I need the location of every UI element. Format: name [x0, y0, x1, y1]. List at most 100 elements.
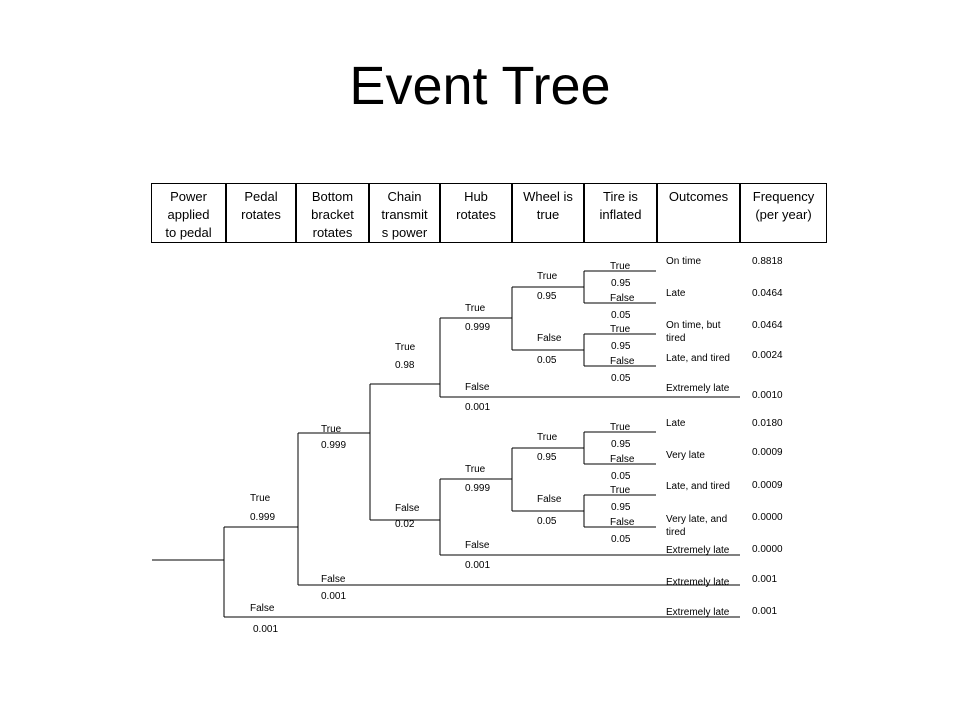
branch-probability: 0.98	[395, 360, 415, 371]
branch-probability: 0.999	[321, 440, 346, 451]
branch-probability: 0.001	[321, 591, 346, 602]
frequency-value: 0.0024	[752, 350, 783, 361]
column-header-line: rotates	[241, 207, 281, 222]
branch-probability: 0.05	[611, 534, 631, 545]
branch-probability: 0.05	[611, 471, 631, 482]
branch-label: True	[610, 485, 631, 496]
branch-label: True	[465, 464, 486, 475]
branch-label: False	[395, 503, 420, 514]
branch-label: True	[610, 324, 631, 335]
branch-label: False	[537, 494, 562, 505]
outcome-label: Late, and tired	[666, 481, 730, 492]
column-header-line: Hub	[464, 189, 488, 204]
frequency-value: 0.0180	[752, 418, 783, 429]
column-header: Hub rotates	[440, 183, 512, 243]
branch-probability: 0.95	[537, 452, 557, 463]
column-header-line: Power	[170, 189, 207, 204]
column-header-line: Wheel is	[523, 189, 573, 204]
branch-label: True	[321, 424, 342, 435]
branch-label: True	[250, 493, 271, 504]
branch-label: True	[610, 422, 631, 433]
column-header-line: to pedal	[165, 225, 212, 240]
column-header-line: (per year)	[755, 207, 812, 222]
frequency-value: 0.0000	[752, 544, 783, 555]
branch-label: True	[537, 432, 558, 443]
column-header-line: rotates	[312, 225, 353, 240]
column-header-line: bracket	[311, 207, 354, 222]
branch-probability: 0.05	[537, 355, 557, 366]
branch-label: False	[321, 574, 346, 585]
outcome-label: Extremely late	[666, 607, 730, 618]
column-header: Power applied to pedal	[151, 183, 226, 243]
branch-label: True	[610, 261, 631, 272]
column-header-line: transmit	[381, 207, 428, 222]
column-header-line: inflated	[599, 207, 642, 222]
column-header: Frequency (per year)	[740, 183, 827, 243]
branch-label: False	[610, 517, 635, 528]
branch-label: False	[465, 382, 490, 393]
column-header: Tire is inflated	[584, 183, 657, 243]
frequency-value: 0.0009	[752, 447, 783, 458]
column-header-line: applied	[167, 207, 210, 222]
outcome-label: Late	[666, 418, 686, 429]
column-header: Chain transmit s power	[369, 183, 440, 243]
column-header: Wheel is true	[512, 183, 584, 243]
branch-label: False	[610, 293, 635, 304]
outcome-label: Very late, and	[666, 514, 727, 525]
frequency-value: 0.001	[752, 574, 777, 585]
column-header-line: Chain	[387, 189, 422, 204]
column-header-line: s power	[381, 225, 428, 240]
outcome-label: Extremely late	[666, 383, 730, 394]
frequency-value: 0.8818	[752, 256, 783, 267]
branch-probability: 0.95	[611, 278, 631, 289]
column-header-line: true	[536, 207, 560, 222]
outcome-label: On time	[666, 256, 701, 267]
column-header-line: Pedal	[244, 189, 278, 204]
branch-label: True	[537, 271, 558, 282]
branch-label: False	[250, 603, 275, 614]
branch-label: True	[465, 303, 486, 314]
branch-label: False	[610, 454, 635, 465]
frequency-value: 0.0464	[752, 320, 783, 331]
outcome-label: Late, and tired	[666, 353, 730, 364]
branch-label: False	[610, 356, 635, 367]
outcome-label: Extremely late	[666, 577, 730, 588]
branch-probability: 0.05	[611, 373, 631, 384]
outcome-label: On time, but	[666, 320, 721, 331]
branch-label: False	[537, 333, 562, 344]
branch-label: False	[465, 540, 490, 551]
column-header: Outcomes	[657, 183, 740, 243]
branch-label: True	[395, 342, 416, 353]
branch-probability: 0.05	[611, 310, 631, 321]
branch-probability: 0.001	[253, 624, 278, 635]
branch-probability: 0.001	[465, 560, 490, 571]
frequency-value: 0.0464	[752, 288, 783, 299]
frequency-value: 0.0010	[752, 390, 783, 401]
branch-probability: 0.02	[395, 519, 415, 530]
page-title: Event Tree	[349, 56, 611, 116]
frequency-value: 0.001	[752, 606, 777, 617]
branch-probability: 0.05	[537, 516, 557, 527]
branch-probability: 0.95	[611, 341, 631, 352]
column-header-line: Bottom	[311, 189, 354, 204]
column-header-line: Outcomes	[668, 189, 729, 204]
outcome-label: Very late	[666, 450, 705, 461]
branch-probability: 0.95	[611, 439, 631, 450]
branch-probability: 0.95	[611, 502, 631, 513]
column-header-line: Frequency	[752, 189, 815, 204]
branch-probability: 0.999	[250, 512, 275, 523]
branch-probability: 0.999	[465, 322, 490, 333]
outcome-label: tired	[666, 333, 685, 344]
outcome-label: tired	[666, 527, 685, 538]
branch-probability: 0.999	[465, 483, 490, 494]
outcome-label: Late	[666, 288, 686, 299]
frequency-value: 0.0009	[752, 480, 783, 491]
outcome-label: Extremely late	[666, 545, 730, 556]
column-header-line: rotates	[456, 207, 496, 222]
column-header-line: Tire is	[603, 189, 638, 204]
branch-probability: 0.001	[465, 402, 490, 413]
frequency-value: 0.0000	[752, 512, 783, 523]
column-header: Bottom bracket rotates	[296, 183, 369, 243]
branch-probability: 0.95	[537, 291, 557, 302]
